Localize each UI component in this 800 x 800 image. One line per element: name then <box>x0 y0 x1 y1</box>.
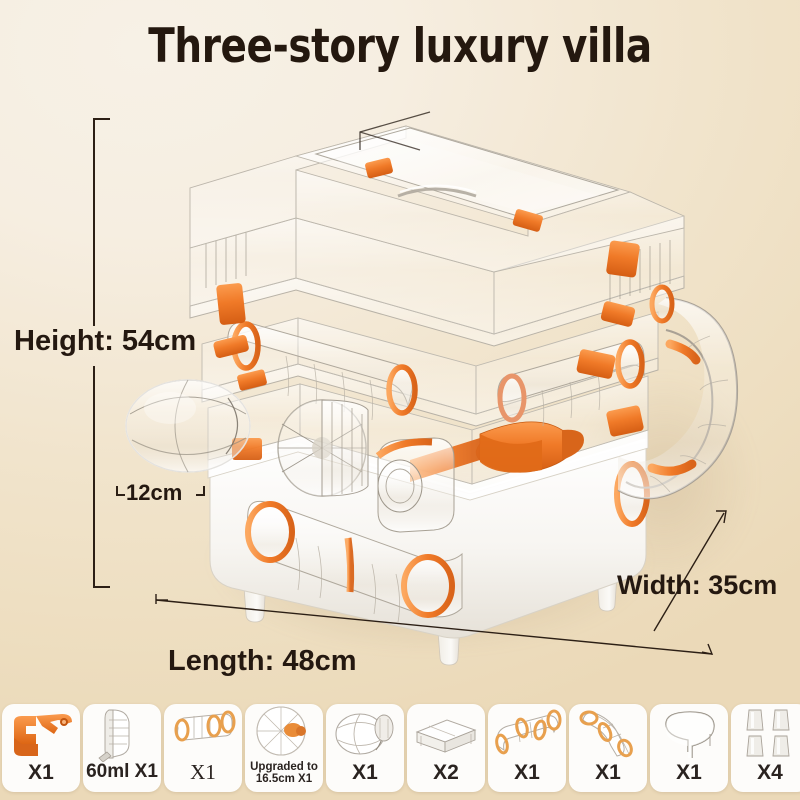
accessory-tile[interactable]: X4 <box>731 704 800 792</box>
base-front-tunnel <box>245 500 463 623</box>
accessory-qty: X1 <box>28 761 54 784</box>
sphere-hideout <box>125 379 251 473</box>
orange-ramp-icon <box>2 704 80 762</box>
product-illustration <box>110 108 738 666</box>
depth-label: 12cm <box>126 480 183 505</box>
accessory-tile[interactable]: 60ml X1 <box>83 704 161 792</box>
accessory-tile[interactable]: X1 <box>326 704 404 792</box>
frame-clips <box>213 240 640 391</box>
hamster-ball-icon <box>326 704 404 762</box>
platform-shelf-icon <box>407 704 485 762</box>
accessory-tile[interactable]: X1 <box>569 704 647 792</box>
running-wheel-icon <box>245 704 323 762</box>
accessory-tile[interactable]: Upgraded to 16.5cm X1 <box>245 704 323 792</box>
depth-tick-right <box>203 486 205 495</box>
spiral-ramp-icon <box>650 704 728 762</box>
width-label: Width: 35cm <box>617 570 778 600</box>
long-tunnel-icon <box>488 704 566 762</box>
accessory-qty: X2 <box>433 761 459 784</box>
length-dimension-line <box>155 594 714 655</box>
width-dimension-line <box>653 510 727 632</box>
curved-tunnel-icon <box>569 704 647 762</box>
accessory-tile[interactable]: X1 <box>488 704 566 792</box>
height-tick-bottom <box>93 586 110 588</box>
accessory-strip: X1 60ml X1 <box>0 704 800 800</box>
accessory-qty: X1 <box>514 761 540 784</box>
accessory-qty: X1 <box>352 761 378 784</box>
accessory-tile[interactable]: X2 <box>407 704 485 792</box>
height-tick-top <box>93 118 110 120</box>
accessory-qty: 60ml X1 <box>86 761 158 782</box>
accessory-qty: X4 <box>757 761 783 784</box>
accessory-tile[interactable]: X1 <box>2 704 80 792</box>
accessory-qty: Upgraded to 16.5cm X1 <box>250 761 318 785</box>
height-dimension-line-top <box>93 118 95 326</box>
height-dimension-line-bottom <box>93 366 95 588</box>
length-label: Length: 48cm <box>168 645 357 677</box>
depth-bracket-left <box>116 494 125 496</box>
accessory-qty: X1 <box>676 761 702 784</box>
depth-tick-left <box>116 486 118 495</box>
accessory-tile[interactable]: X1 <box>164 704 242 792</box>
accessory-tiles: X1 60ml X1 <box>0 704 800 792</box>
water-bottle-icon <box>83 704 161 762</box>
accessory-qty: X1 <box>190 760 216 784</box>
straight-tunnel-icon <box>164 704 242 762</box>
page-title: Three-story luxury villa <box>148 19 652 74</box>
cage-feet-icon <box>731 704 800 762</box>
external-loop-tube <box>617 284 738 500</box>
running-wheel <box>232 399 369 497</box>
accessory-qty: X1 <box>595 761 621 784</box>
level-2 <box>201 311 659 533</box>
food-jar <box>375 437 455 533</box>
accessory-tile[interactable]: X1 <box>650 704 728 792</box>
depth-bracket-right <box>196 494 205 496</box>
height-label: Height: 54cm <box>14 325 197 357</box>
